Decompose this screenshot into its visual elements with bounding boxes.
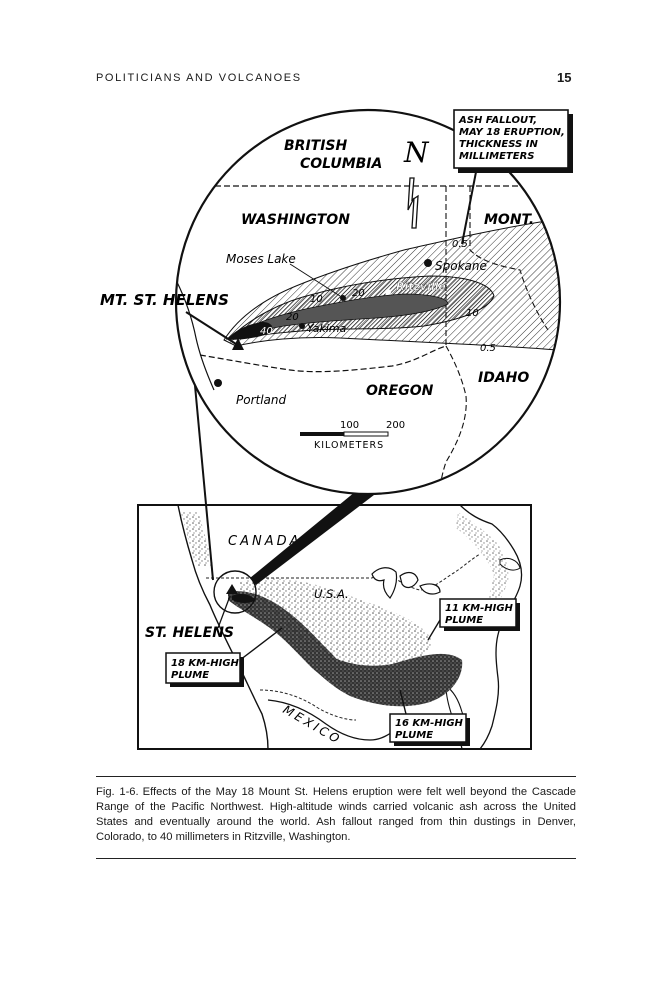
label-canada: CANADA — [228, 534, 302, 549]
contour-20-b: 20 — [286, 312, 299, 323]
inset-circle-outline — [174, 108, 562, 496]
label-moses-lake: Moses Lake — [226, 252, 296, 266]
svg-text:PLUME: PLUME — [395, 730, 433, 741]
great-lakes — [371, 567, 441, 599]
plume-16-label: 16 KM-HIGH PLUME — [389, 689, 470, 746]
plume-11km — [240, 578, 432, 674]
figure-1-6: CANADA U.S.A. MEXICO ST. HELENS 18 KM-HI… — [100, 108, 573, 750]
caption-text: Effects of the May 18 Mount St. Helens e… — [96, 786, 576, 843]
mt-st-helens-leader — [185, 311, 237, 345]
svg-text:MILLIMETERS: MILLIMETERS — [459, 151, 534, 162]
page-number: 15 — [557, 70, 572, 85]
city-dot-portland — [214, 379, 222, 387]
us-mexico-border — [259, 689, 357, 721]
ash-fallout-title-box: ASH FALLOUT, MAY 18 ERUPTION, THICKNESS … — [453, 109, 573, 245]
svg-text:PLUME: PLUME — [445, 615, 483, 626]
label-st-helens: ST. HELENS — [145, 625, 234, 641]
north-arrow: N — [403, 136, 430, 229]
svg-text:N: N — [403, 136, 430, 169]
label-usa: U.S.A. — [314, 587, 349, 601]
contour-10-west: 10 — [310, 294, 323, 305]
svg-text:18 KM-HIGH: 18 KM-HIGH — [171, 658, 240, 669]
contour-0-5-top: 0.5 — [452, 239, 468, 250]
contour-40: 40 — [260, 326, 273, 337]
city-dot-moses-lake — [340, 295, 346, 301]
svg-text:200: 200 — [386, 420, 405, 431]
eastern-mountains — [456, 512, 509, 626]
svg-text:ASH FALLOUT,: ASH FALLOUT, — [458, 115, 537, 126]
inset-coastline — [176, 279, 215, 391]
wa-or-border — [199, 345, 447, 373]
svg-text:KILOMETERS: KILOMETERS — [314, 440, 384, 451]
mt-st-helens-marker-inset — [232, 338, 244, 350]
st-helens-locator-circle — [213, 570, 257, 614]
svg-text:PLUME: PLUME — [171, 670, 209, 681]
st-helens-leader — [217, 595, 231, 629]
city-dot-ritzville — [385, 289, 391, 295]
label-oregon: OREGON — [366, 383, 434, 399]
figure-caption: Fig. 1-6.Effects of the May 18 Mount St.… — [96, 785, 576, 845]
label-mt-st-helens: MT. ST. HELENS — [100, 291, 229, 309]
label-spokane: Spokane — [435, 259, 487, 273]
svg-text:THICKNESS IN: THICKNESS IN — [459, 139, 538, 150]
svg-text:11 KM-HIGH: 11 KM-HIGH — [445, 603, 514, 614]
plume-11-label: 11 KM-HIGH PLUME — [427, 598, 520, 641]
svg-text:100: 100 — [340, 420, 359, 431]
label-british-columbia-1: BRITISH — [284, 138, 348, 154]
or-id-border — [439, 345, 467, 494]
contour-20-a: 20 — [352, 288, 365, 299]
plume-16km — [300, 640, 463, 707]
label-portland: Portland — [236, 393, 287, 407]
caption-rule-top — [96, 776, 576, 777]
caption-label: Fig. 1-6. — [96, 786, 139, 798]
svg-text:16 KM-HIGH: 16 KM-HIGH — [395, 718, 464, 729]
moses-lake-leader — [289, 263, 341, 297]
western-mountains — [180, 512, 214, 566]
washington-ash-band — [232, 593, 256, 603]
label-yakima: Yakima — [307, 322, 347, 335]
label-washington: WASHINGTON — [241, 212, 350, 228]
st-helens-marker — [226, 584, 238, 594]
contour-10-east: 10 — [466, 308, 479, 319]
label-montana: MONT. — [484, 212, 534, 228]
label-british-columbia-2: COLUMBIA — [300, 156, 382, 172]
svg-text:MAY 18 ERUPTION,: MAY 18 ERUPTION, — [459, 127, 565, 138]
inset-circle-map: N BRITISH COLUMBIA WASHINGTON MONT. OREG… — [100, 108, 573, 496]
ash-fallout-20 — [235, 293, 449, 337]
contour-0-5-bottom: 0.5 — [480, 343, 496, 354]
plume-18-label: 18 KM-HIGH PLUME — [165, 627, 283, 687]
running-head: POLITICIANS AND VOLCANOES — [96, 72, 302, 84]
city-dot-spokane — [424, 259, 432, 267]
scale-bar: 100 200 KILOMETERS — [300, 420, 405, 451]
west-coastline — [177, 504, 269, 750]
ash-fallout-40 — [228, 322, 273, 340]
label-ritzville: Ritzville — [396, 280, 446, 293]
caption-rule-bottom — [96, 858, 576, 859]
main-us-map: CANADA U.S.A. MEXICO ST. HELENS 18 KM-HI… — [137, 504, 532, 750]
label-idaho: IDAHO — [478, 370, 529, 386]
city-dot-yakima — [299, 323, 305, 329]
